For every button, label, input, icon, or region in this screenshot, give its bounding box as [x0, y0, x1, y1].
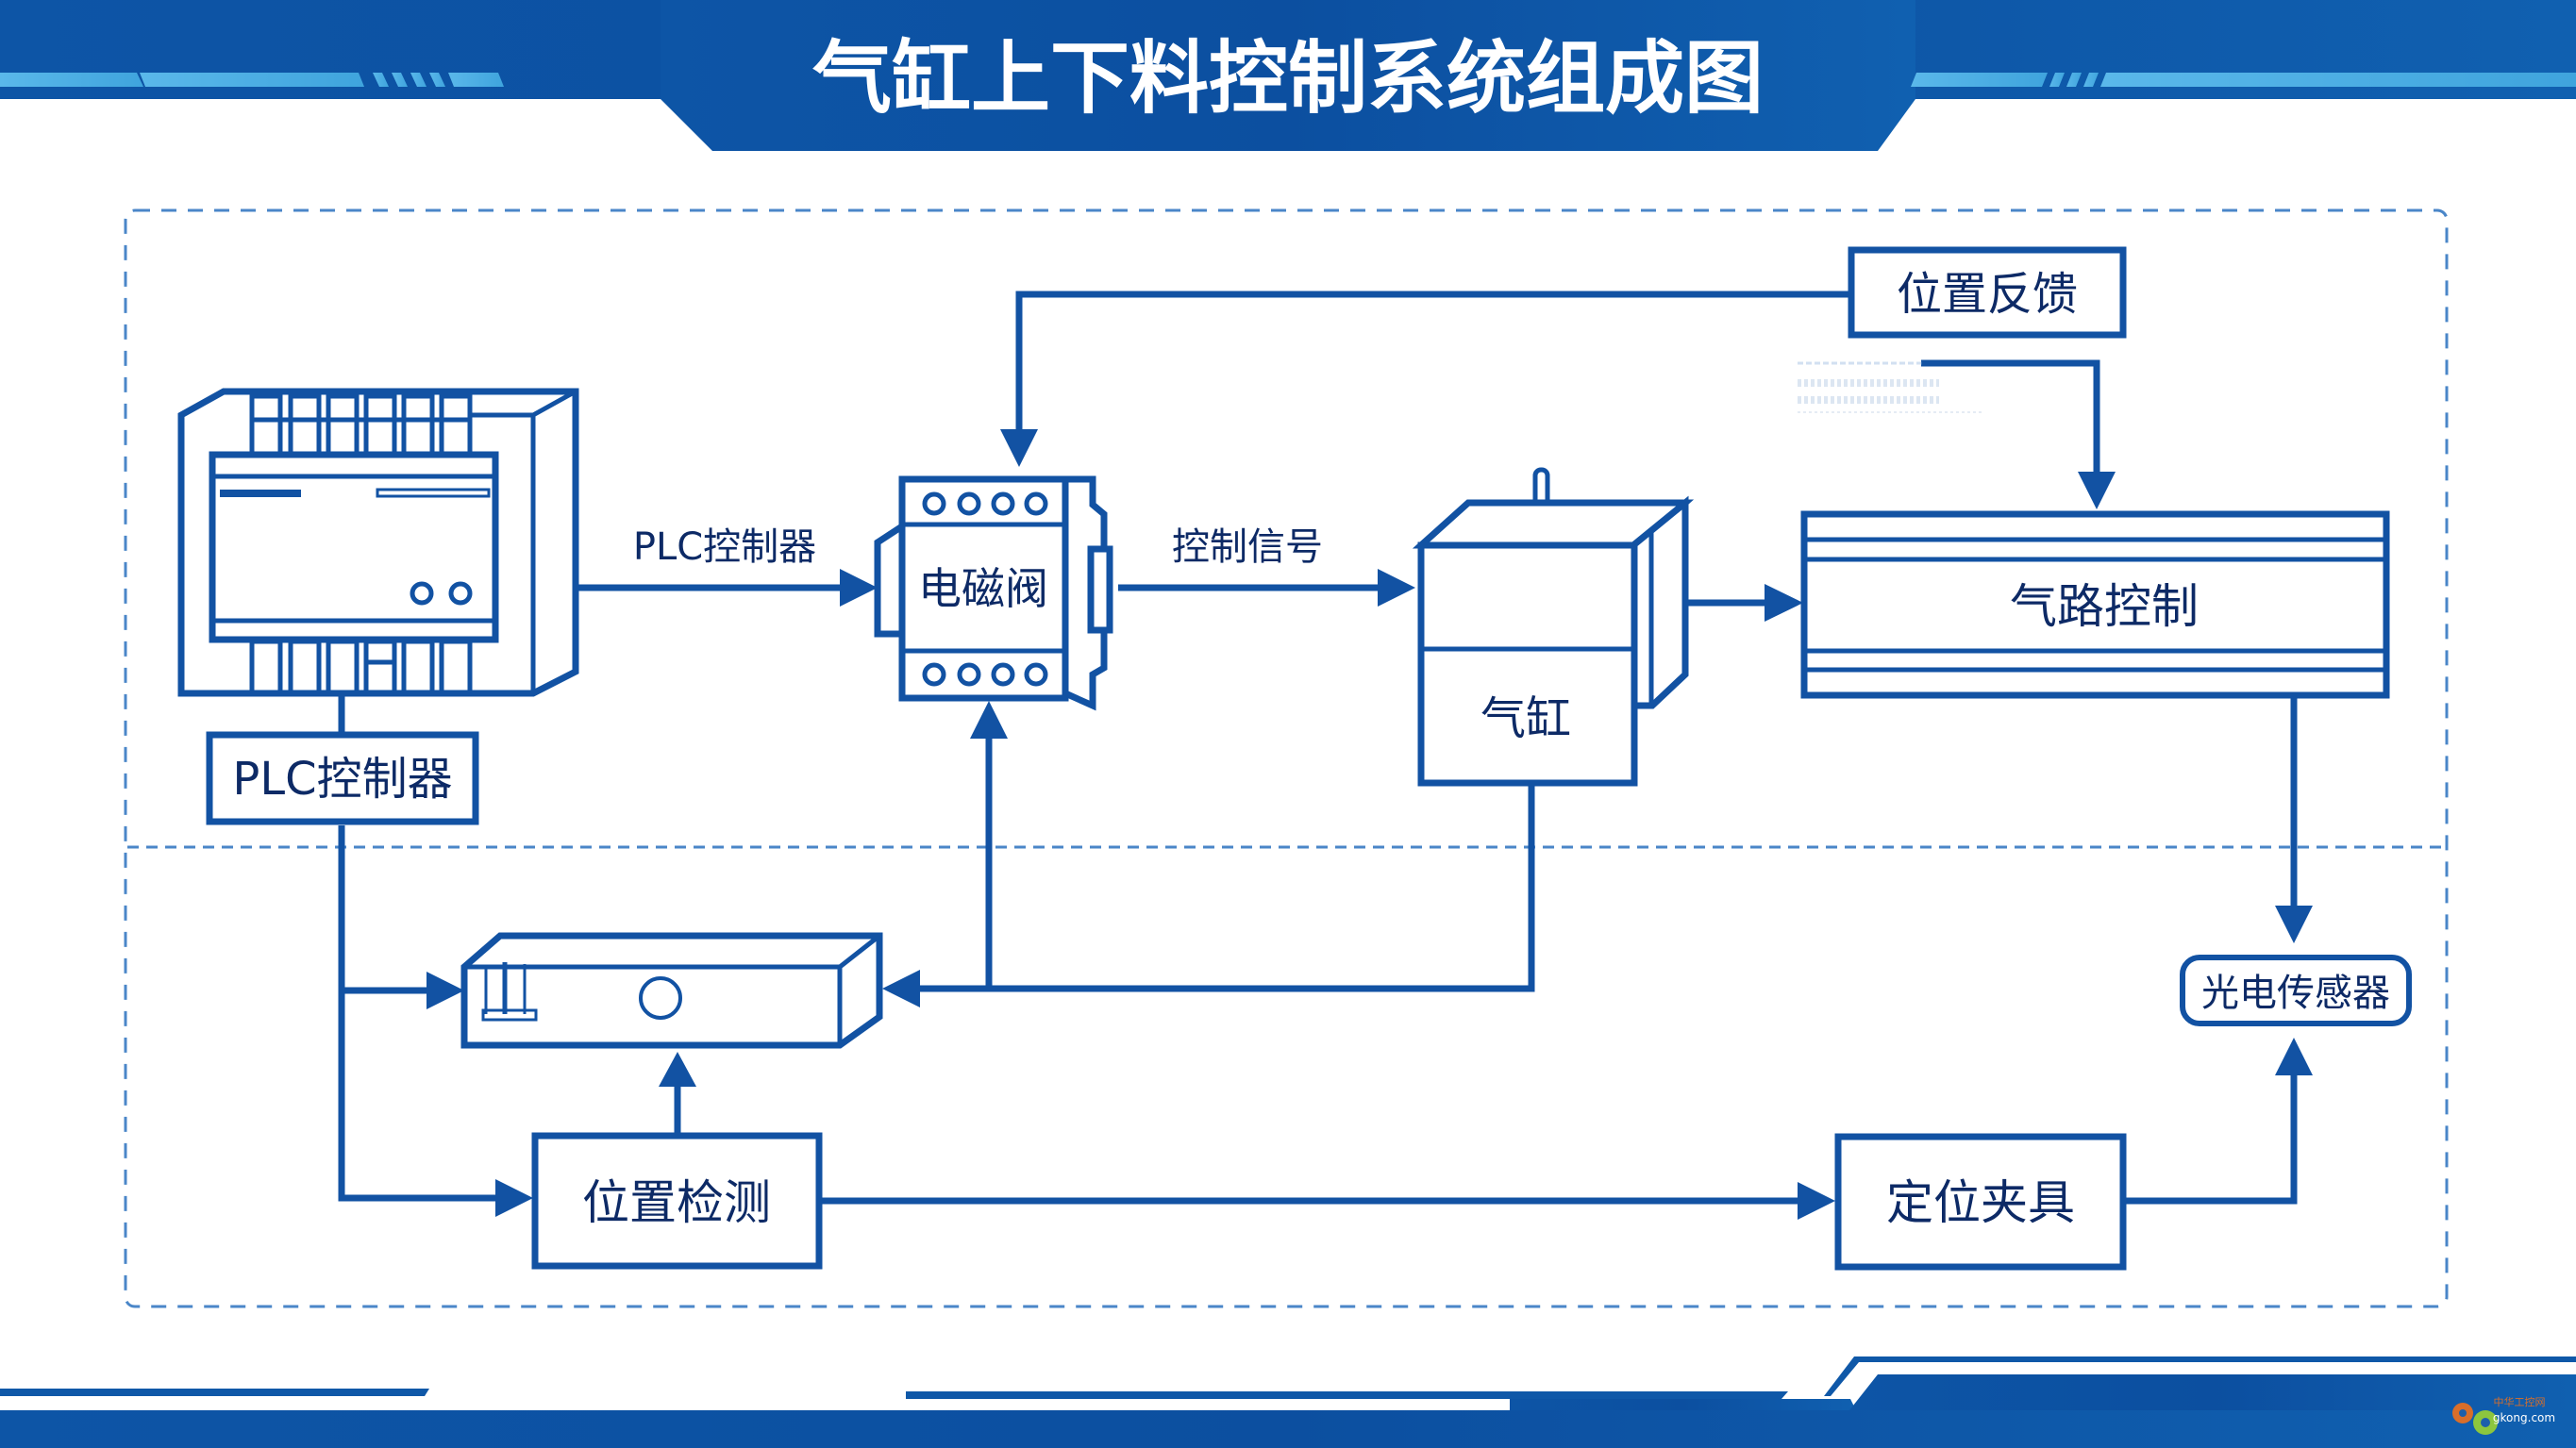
plc-indicator-bar	[220, 490, 301, 497]
photo-sensor-node[interactable]: 光电传感器	[2180, 955, 2412, 1026]
arrow-head	[2078, 472, 2116, 509]
edge-plc-to-detect	[338, 825, 500, 1202]
plc-controller-label: PLC控制器	[232, 753, 452, 806]
watermark-logo: 中华工控网 gkong.com	[2452, 1395, 2555, 1435]
edge-feedback-to-gas	[1921, 359, 2100, 472]
solenoid-valve-node[interactable]: 电磁阀	[874, 475, 1113, 711]
header-title-tab	[661, 0, 1915, 151]
position-detect-node[interactable]: 位置检测	[531, 1132, 823, 1270]
watermark-cn: 中华工控网	[2494, 1395, 2546, 1408]
arrow-head	[2275, 906, 2313, 943]
gas-circuit-node[interactable]: 气路控制	[1800, 510, 2390, 699]
position-detect-label: 位置检测	[582, 1175, 771, 1230]
plc-display-slot	[376, 488, 491, 498]
connectors	[338, 291, 2313, 1220]
positioning-fixture-node[interactable]: 定位夹具	[1834, 1133, 2127, 1271]
edge-cylinder-to-rail	[920, 786, 1535, 992]
plc-controller-node[interactable]: PLC控制器	[206, 731, 479, 825]
page-title: 气缸上下料控制系统组成图	[812, 32, 1764, 125]
header-right-stripe	[1911, 73, 2576, 87]
arrow-head	[1798, 1182, 1835, 1220]
watermark-en: gkong.com	[2493, 1411, 2555, 1424]
edge-fixture-to-sensor	[2125, 1075, 2298, 1205]
plc-module-icon	[177, 388, 579, 697]
arrow-head	[882, 970, 920, 1007]
footer-mid-stripe	[906, 1391, 1788, 1399]
header-left-stripe	[0, 73, 504, 87]
linear-rail-icon	[460, 932, 883, 1049]
edge-label-control-signal: 控制信号	[1172, 525, 1323, 569]
footer-right-stripe	[1824, 1356, 2576, 1396]
plc-led	[448, 581, 473, 606]
gas-circuit-label: 气路控制	[2010, 579, 2199, 634]
arrow-head	[1378, 569, 1415, 607]
faint-annotation	[1798, 361, 1982, 413]
position-feedback-node[interactable]: 位置反馈	[1848, 246, 2127, 339]
edge-feedback-to-valve	[1015, 291, 1851, 429]
arrow-head	[659, 1052, 696, 1087]
solenoid-valve-label: 电磁阀	[918, 563, 1048, 614]
header-band: 气缸上下料控制系统组成图	[0, 0, 2576, 151]
arrow-head	[2275, 1038, 2313, 1075]
footer-left-stripe	[0, 1389, 429, 1396]
plc-front-panel	[209, 451, 499, 643]
arrow-head	[1000, 429, 1038, 467]
footer-band: 中华工控网 gkong.com	[0, 1356, 2576, 1448]
valve-ports-top	[922, 491, 1048, 516]
cylinder-node[interactable]: 气缸	[1412, 467, 1695, 787]
plc-led	[410, 581, 434, 606]
cylinder-label: 气缸	[1480, 692, 1571, 745]
positioning-fixture-label: 定位夹具	[1886, 1175, 2075, 1230]
rail-sensor-eye	[639, 976, 682, 1020]
arrow-head	[495, 1179, 533, 1217]
position-feedback-label: 位置反馈	[1897, 268, 2078, 321]
rail-device-node[interactable]	[460, 932, 883, 1049]
arrow-head	[840, 569, 878, 607]
solenoid-valve-icon	[874, 475, 1113, 711]
arrow-head	[970, 701, 1008, 739]
pneumatic-cylinder-icon	[1412, 467, 1695, 787]
terminal-block-bottom	[249, 639, 473, 696]
arrow-head	[427, 972, 464, 1009]
photo-sensor-label: 光电传感器	[2201, 972, 2390, 1015]
diagram-frame	[124, 208, 2449, 1308]
edge-label-plc: PLC控制器	[633, 525, 816, 569]
valve-ports-bottom	[922, 662, 1048, 687]
arrow-head	[1765, 584, 1803, 622]
